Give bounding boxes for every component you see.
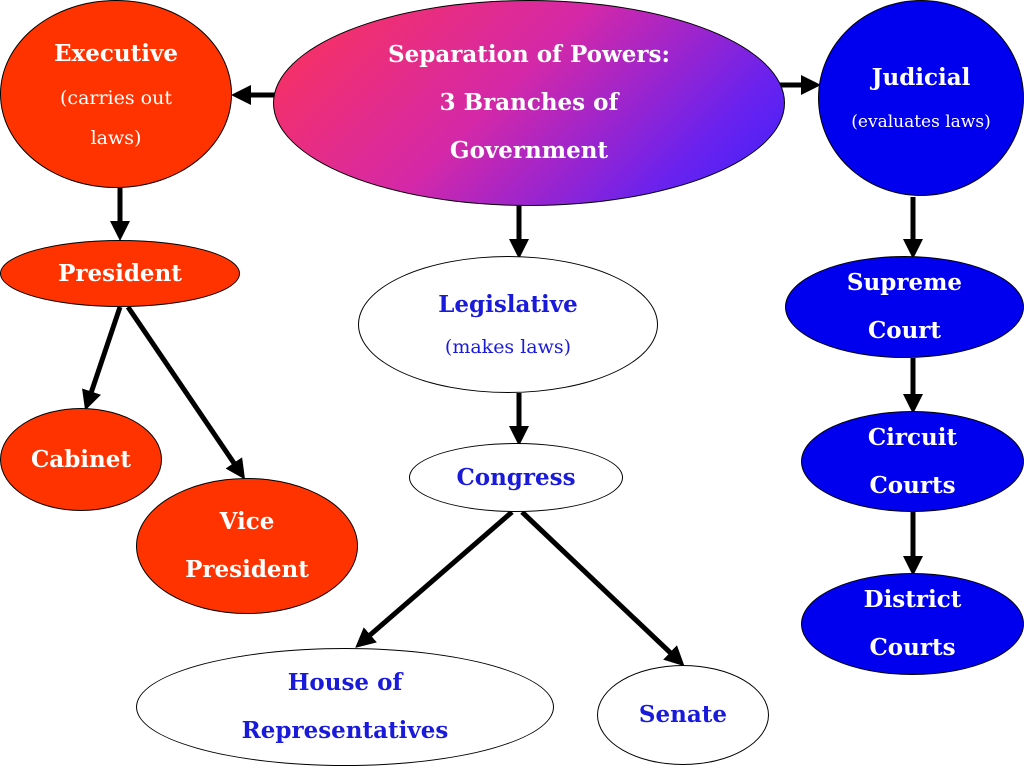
senate-node: Senate [597, 665, 769, 765]
cabinet-node: Cabinet [0, 408, 162, 511]
district-courts-line-1: District [863, 586, 962, 613]
center-line-1: Separation of Powers: [388, 41, 670, 68]
circuit-courts-line-2: Courts [869, 471, 956, 499]
cabinet-label: Cabinet [30, 445, 131, 473]
executive-node: Executive (carries out laws) [0, 0, 232, 188]
vice-president-line-2: President [185, 556, 309, 583]
legislative-node: Legislative (makes laws) [358, 256, 658, 393]
executive-subtitle-line-1: (carries out [60, 87, 172, 109]
district-courts-line-2: Courts [869, 634, 956, 661]
supreme-court-line-2: Court [867, 317, 942, 344]
congress-node: Congress [409, 443, 623, 512]
house-line-2: Representatives [241, 717, 449, 744]
vice-president-line-1: Vice [219, 508, 275, 535]
supreme-court-node: Supreme Court [785, 256, 1024, 358]
house-of-representatives-node: House of Representatives [136, 648, 554, 766]
senate-label: Senate [638, 701, 728, 728]
executive-title: Executive [54, 40, 178, 67]
congress-label: Congress [456, 463, 576, 491]
vice-president-node: Vice President [136, 478, 358, 614]
legislative-title: Legislative [438, 290, 578, 318]
circuit-courts-node: Circuit Courts [801, 411, 1024, 512]
judicial-title: Judicial [871, 64, 971, 91]
arrow-congress-to-house [355, 510, 514, 648]
executive-subtitle-line-2: laws) [90, 127, 142, 149]
legislative-subtitle: (makes laws) [444, 335, 572, 358]
circuit-courts-line-1: Circuit [867, 423, 958, 451]
judicial-subtitle: (evaluates laws) [851, 112, 991, 132]
president-label: President [58, 259, 182, 287]
center-line-3: Government [449, 137, 609, 164]
center-node-separation-of-powers: Separation of Powers: 3 Branches of Gove… [273, 0, 785, 206]
center-line-2: 3 Branches of [439, 89, 619, 116]
house-line-1: House of [287, 669, 403, 696]
supreme-court-line-1: Supreme [846, 269, 963, 296]
president-node: President [0, 240, 240, 307]
district-courts-node: District Courts [801, 573, 1024, 675]
arrow-president-to-cabinet [82, 306, 123, 411]
arrow-congress-to-senate [520, 510, 685, 667]
arrow-president-to-vice-president [125, 305, 246, 480]
judicial-node: Judicial (evaluates laws) [818, 0, 1024, 196]
